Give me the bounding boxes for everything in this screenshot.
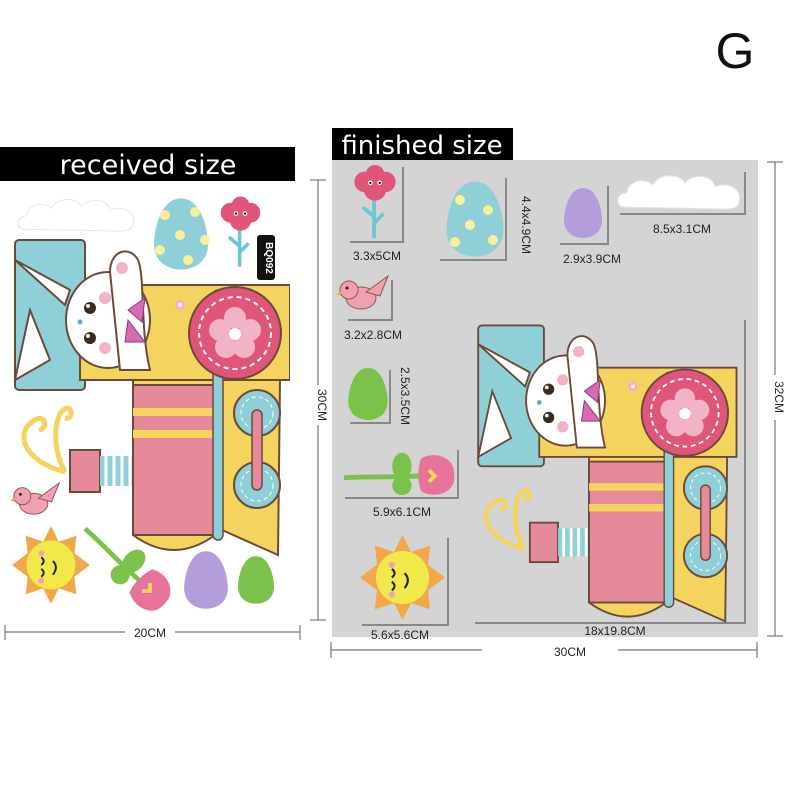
finished-size-label: finished size <box>341 131 502 161</box>
received-size-label-bg <box>0 147 295 181</box>
bird-sticker <box>10 482 60 515</box>
left-height-label: 30CM <box>315 389 329 421</box>
received-size-panel: received size BQ092 30CM 20CM <box>0 147 329 640</box>
finished-size-label-bg <box>332 128 513 160</box>
cloud-sticker <box>17 198 135 232</box>
bird-size: 3.2x2.8CM <box>344 328 402 342</box>
finished-size-panel: finished size 3.3x5CM 4.4x4.9CM 2.9x3.9C… <box>330 128 786 659</box>
sun-size: 5.6x5.6CM <box>371 628 429 642</box>
left-width-label: 20CM <box>134 626 166 640</box>
sun-sticker <box>12 525 90 605</box>
bunny-train-sticker <box>13 238 290 557</box>
right-height-label: 32CM <box>772 381 786 413</box>
green-egg-sticker <box>237 556 275 604</box>
left-height-dimension <box>310 179 326 621</box>
left-width-dimension <box>4 625 301 640</box>
purple-egg-sticker <box>184 551 228 609</box>
cloud-size: 8.5x3.1CM <box>653 222 711 236</box>
product-code-tag <box>257 235 275 280</box>
received-size-label: received size <box>60 150 237 181</box>
green-egg-size: 2.5x3.5CM <box>398 367 412 425</box>
variant-letter: G <box>716 23 755 79</box>
flower-size: 3.3x5CM <box>353 249 401 263</box>
right-height-dimension <box>767 161 783 637</box>
flower-sticker <box>218 195 263 269</box>
train-size: 18x19.8CM <box>584 624 645 638</box>
blue-egg-size: 4.4x4.9CM <box>519 196 533 254</box>
right-width-label: 30CM <box>554 645 586 659</box>
swirl-sticker <box>24 408 71 472</box>
purple-egg-size: 2.9x3.9CM <box>563 252 621 266</box>
right-width-dimension <box>330 642 758 658</box>
tulip-size: 5.9x6.1CM <box>373 505 431 519</box>
product-code: BQ092 <box>263 242 274 274</box>
